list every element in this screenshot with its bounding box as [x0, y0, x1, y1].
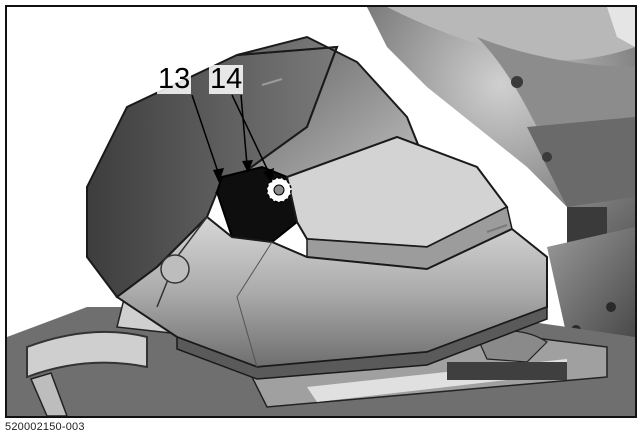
seat-and-frame [367, 7, 635, 337]
callout-leaders [191, 94, 274, 183]
callout-14-label: 14 [209, 63, 244, 95]
callout-13-label: 13 [157, 63, 192, 95]
top-case [86, 35, 548, 380]
figure-id-caption: 520002150-003 [5, 421, 85, 433]
figure-frame: 13 14 [5, 5, 637, 418]
motorcycle-topcase-illustration [7, 7, 635, 416]
